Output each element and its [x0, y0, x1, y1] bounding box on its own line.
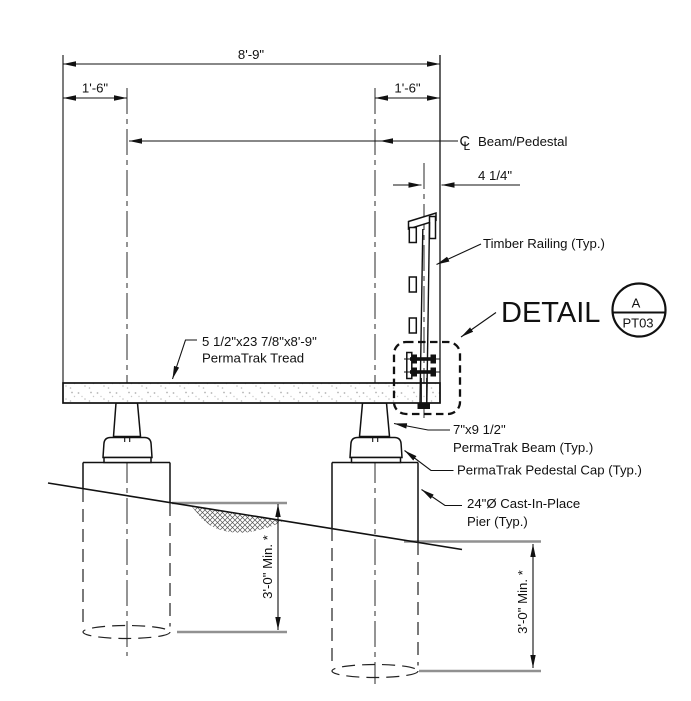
tread-leader [171, 339, 197, 380]
pedestal-cap-label: PermaTrak Pedestal Cap (Typ.) [457, 463, 642, 478]
railing-post-right-line [426, 221, 431, 404]
bolt-2-bar [410, 370, 436, 374]
right-embed-dim-text: 3'-0" Min. * [515, 570, 530, 634]
right-pedestal-cap [349, 430, 403, 464]
rail-section-3 [408, 317, 418, 334]
railing-post-left-line [419, 228, 424, 404]
pedestal-cap-leader [404, 450, 454, 472]
centerline-label: Beam/Pedestal [478, 134, 568, 149]
right-cap-base-ring [350, 456, 402, 464]
centerline-symbol-c: C [460, 134, 470, 150]
beam-label-line1: 7"x9 1/2" [453, 422, 506, 437]
railing-bolts [404, 354, 440, 409]
left-cap-body [102, 436, 153, 459]
left-beam-section [112, 402, 142, 438]
railing-mount-plate [406, 351, 413, 380]
dimension-lines [63, 61, 536, 668]
detail-boundary-box [392, 340, 462, 416]
rail-section-2 [408, 276, 418, 293]
timber-railing [404, 211, 440, 409]
beam-label-line2: PermaTrak Beam (Typ.) [453, 440, 593, 455]
bolt-2-right-nut [430, 367, 436, 377]
bolt-1-left-nut [411, 354, 417, 364]
railing-top-rail-block [428, 215, 437, 240]
bolt-1-bar [410, 357, 436, 361]
timber-railing-label: Timber Railing (Typ.) [483, 236, 605, 251]
leader-lines [171, 243, 497, 507]
annotations: 8'-9" 1'-6" 1'-6" C L Beam/Pedestal 4 1/… [82, 47, 642, 634]
right-pier-bottom [331, 663, 419, 679]
railing-offset-dim-text: 4 1/4" [478, 168, 512, 183]
detail-title: DETAIL [501, 297, 600, 329]
permatrak-tread [62, 382, 441, 404]
centerline-symbol-l: L [464, 139, 471, 153]
detail-leader [460, 312, 497, 338]
tread-label-line1: 5 1/2"x23 7/8"x8'-9" [202, 334, 317, 349]
detail-bubble-letter: A [632, 296, 641, 311]
pier-label-line2: Pier (Typ.) [467, 514, 528, 529]
detail-bubble-sheet: PT03 [622, 316, 653, 331]
detail-bubble: A PT03 [611, 282, 667, 338]
ground-line [47, 482, 463, 551]
ground-hatch [191, 505, 284, 533]
right-cap-body [349, 436, 403, 459]
beam-leader [393, 422, 450, 431]
pier-leader [421, 489, 462, 507]
rail-section-1 [408, 226, 418, 244]
left-offset-dim-text: 1'-6" [82, 81, 109, 96]
right-beam-section [358, 402, 391, 438]
right-offset-dim-text: 1'-6" [394, 81, 421, 96]
overall-width-dim-text: 8'-9" [238, 47, 265, 62]
timber-railing-leader [436, 243, 482, 265]
left-pier-bottom [82, 624, 171, 640]
bolt-2-left-nut [411, 367, 417, 377]
anchor-nut [417, 403, 430, 409]
tread-label-line2: PermaTrak Tread [202, 351, 304, 366]
centerline-symbol: C L [460, 134, 471, 153]
bolt-1-right-nut [430, 354, 436, 364]
left-cap-base-ring [103, 456, 152, 464]
left-embed-dim-text: 3'-0" Min. * [260, 535, 275, 599]
dimension-extension-lines [172, 501, 541, 673]
detail-bubble-circle [611, 282, 667, 338]
pier-label-line1: 24"Ø Cast-In-Place [467, 496, 580, 511]
right-pier [331, 461, 419, 679]
